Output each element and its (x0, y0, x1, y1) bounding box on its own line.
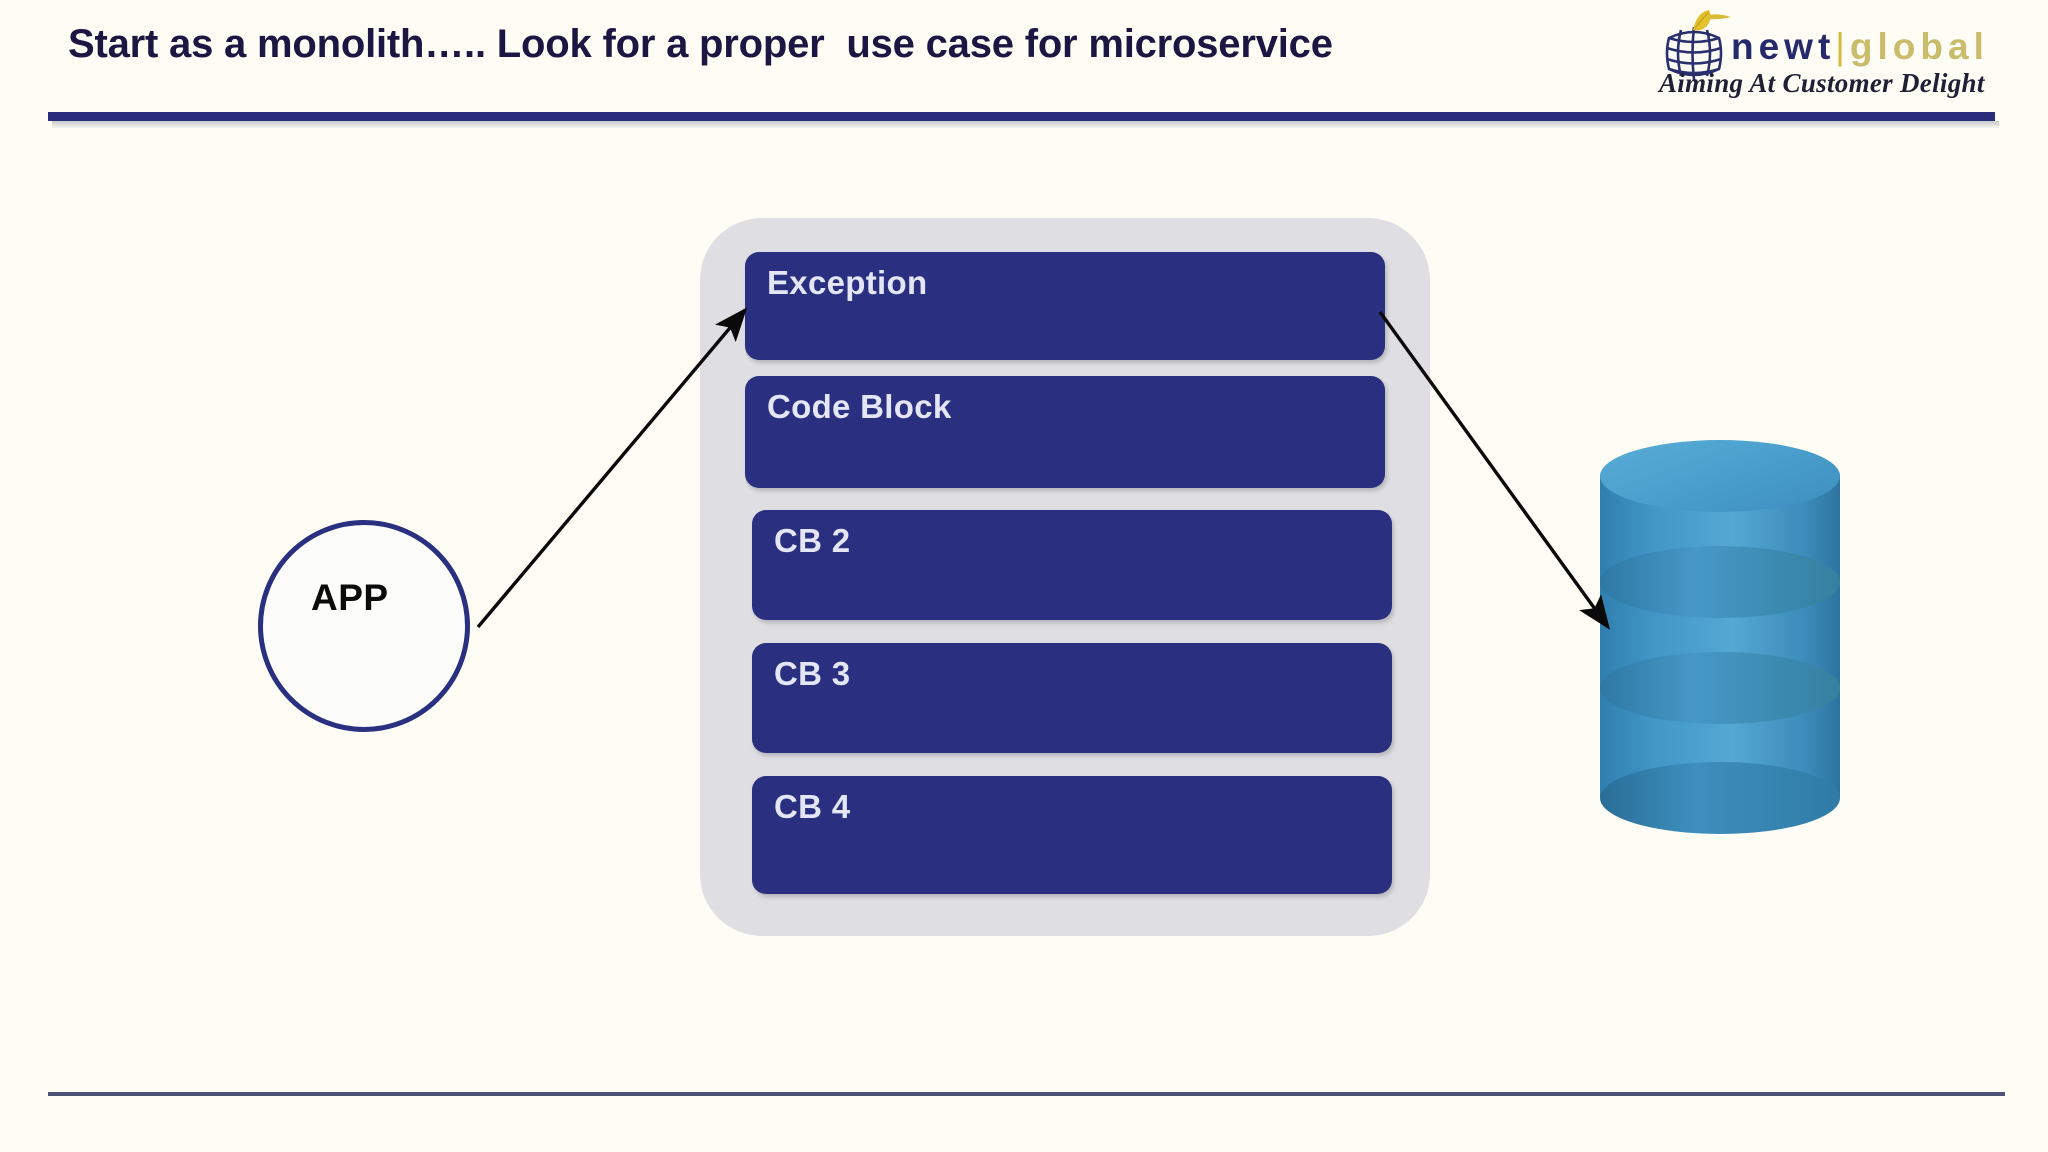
code-block-label: Exception (767, 264, 928, 301)
code-block-code-block[interactable]: Code Block (745, 376, 1385, 488)
logo-separator: | (1835, 26, 1850, 67)
code-block-label: CB 2 (774, 522, 851, 559)
page-title: Start as a monolith….. Look for a proper… (68, 22, 1333, 66)
code-block-cb2[interactable]: CB 2 (752, 510, 1392, 620)
company-logo: newt|global Aiming At Customer Delight (1653, 6, 2025, 104)
code-block-exception[interactable]: Exception (745, 252, 1385, 360)
monolith-container: Exception Code Block CB 2 CB 3 CB 4 (700, 218, 1430, 936)
header-divider-shadow (52, 121, 1999, 128)
footer-divider (48, 1092, 2005, 1096)
code-block-label: CB 4 (774, 788, 851, 825)
app-node-label: APP (311, 577, 389, 618)
logo-word-global: global (1849, 26, 1989, 67)
code-block-cb3[interactable]: CB 3 (752, 643, 1392, 753)
code-block-label: Code Block (767, 388, 952, 425)
logo-wordmark: newt|global (1731, 28, 1989, 65)
code-block-label: CB 3 (774, 655, 851, 692)
leaf-icon (1693, 10, 1731, 31)
app-node[interactable]: APP (258, 520, 470, 732)
code-block-cb4[interactable]: CB 4 (752, 776, 1392, 894)
database-cylinder-icon[interactable] (1600, 430, 1840, 840)
logo-tagline: Aiming At Customer Delight (1659, 68, 1985, 98)
globe-grid-icon (1665, 26, 1723, 81)
header-divider (48, 112, 1995, 121)
logo-word-newt: newt (1731, 26, 1836, 67)
